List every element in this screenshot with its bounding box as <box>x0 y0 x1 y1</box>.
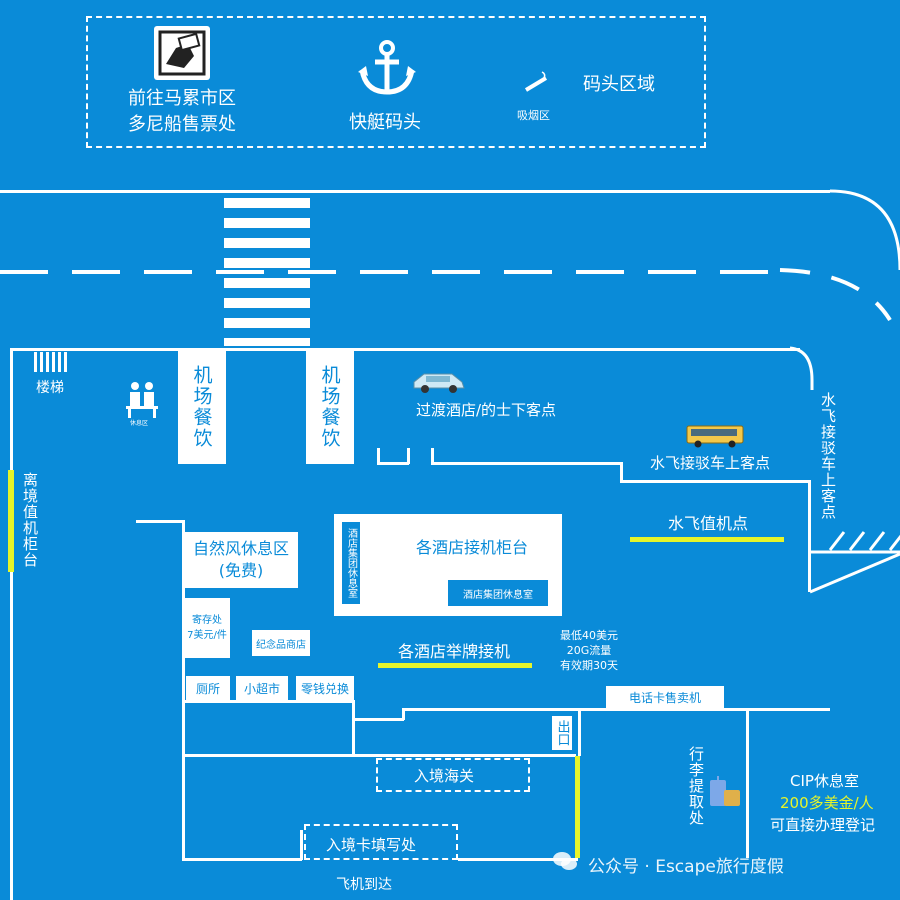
wall-exit-right <box>578 708 581 756</box>
airport-dining-1: 机场餐饮 <box>178 350 226 464</box>
wall-baggage-right <box>746 708 749 858</box>
corridor-right-wall <box>808 480 811 592</box>
cip-note-label: 可直接办理登记 <box>770 816 876 834</box>
baggage-claim-label: 行李提取处 <box>687 746 705 826</box>
speedboat-pier-label: 快艇码头 <box>349 112 421 133</box>
rest-area-caption: 休息区 <box>130 420 149 427</box>
exit-marker <box>575 756 580 858</box>
seaplane-pickup-vertical: 水飞接驳车上客点 <box>819 392 837 520</box>
natural-lounge: 自然风休息区 (免费) <box>184 532 298 588</box>
hotel-sign-pickup-marker <box>378 663 532 668</box>
stairs-label: 楼梯 <box>36 380 64 396</box>
wall-customs-top <box>182 754 576 757</box>
hotel-counters-label: 各酒店接机柜台 <box>416 538 529 557</box>
corridor-line <box>431 462 621 465</box>
people-icon <box>122 380 162 420</box>
ticket-icon <box>154 26 210 80</box>
ferry-ticket-label: 前往马累市区 多尼船售票处 <box>128 88 236 135</box>
parking-stripes <box>809 531 900 594</box>
transit-taxi-label: 过渡酒店/的士下客点 <box>416 401 557 419</box>
hotel-sign-pickup-label: 各酒店举牌接机 <box>398 642 511 661</box>
road-edge-top <box>0 190 830 193</box>
hotel-group-lounge-vertical: 酒店集团休息室 <box>342 522 360 604</box>
sim-card-info: 最低40美元 20G流量 有效期30天 <box>560 629 618 672</box>
mini-market: 小超市 <box>236 676 288 700</box>
seaplane-bus-pickup-label: 水飞接驳车上客点 <box>650 454 771 472</box>
arrival-card-label: 入境卡填写处 <box>326 836 417 854</box>
cip-lounge-label: CIP休息室 <box>790 772 859 790</box>
wall-mid-upper <box>352 718 404 721</box>
luggage-icon <box>708 776 744 810</box>
anchor-icon <box>358 40 416 96</box>
wechat-icon <box>552 850 578 872</box>
hotel-group-lounge-horizontal: 酒店集团休息室 <box>448 580 548 606</box>
taxi-bay-left-base <box>377 462 409 465</box>
taxi-bay-left <box>377 448 380 464</box>
wall-arrival-card <box>300 830 303 860</box>
corridor-step <box>620 462 623 482</box>
arrival-customs <box>376 758 530 792</box>
airport-dining-2: 机场餐饮 <box>306 350 354 464</box>
currency-exchange: 零钱兑换 <box>296 676 354 700</box>
wall-bottom-right <box>458 858 578 861</box>
natural-lounge-title: 自然风休息区 <box>192 539 289 558</box>
pier-area-boundary <box>86 16 706 148</box>
wall-mid-upper-2 <box>402 708 830 711</box>
phone-card-vending: 电话卡售卖机 <box>606 686 724 708</box>
cip-price-label: 200多美金/人 <box>780 794 874 812</box>
corridor-edge <box>431 448 434 464</box>
wall-mid-notch <box>402 708 405 720</box>
watermark-label: 公众号 · Escape旅行度假 <box>588 857 784 877</box>
souvenir-shop: 纪念品商店 <box>252 630 310 656</box>
road-centre-dashes <box>0 270 780 274</box>
stairs-icon <box>34 352 70 372</box>
arrival-label: 飞机到达 <box>336 877 392 893</box>
luggage-storage: 寄存处 7美元/件 <box>184 598 230 658</box>
zebra-crossing <box>224 198 310 346</box>
natural-lounge-free: (免费) <box>218 561 264 580</box>
wall-shops-right <box>352 700 355 756</box>
shop-row-bottom <box>182 700 354 703</box>
seaplane-checkin-marker <box>630 537 784 542</box>
building-left-wall <box>10 348 13 900</box>
wall-inner-left <box>182 520 185 860</box>
corridor-line-2 <box>620 480 810 483</box>
departure-checkin-label: 离境值机柜台 <box>21 472 39 568</box>
arrival-card-area <box>304 824 458 860</box>
arrival-customs-label: 入境海关 <box>414 767 475 785</box>
wall-bottom-left <box>182 858 302 861</box>
exit-sign: 出口 <box>552 716 572 750</box>
wall-inner-top <box>136 520 184 523</box>
taxi-icon <box>412 370 466 394</box>
departure-checkin-marker <box>8 470 14 572</box>
smoking-area-label: 吸烟区 <box>517 109 550 122</box>
pier-area-label: 码头区域 <box>583 74 655 95</box>
road-edge-bottom <box>10 348 800 351</box>
taxi-bay-right <box>407 448 410 464</box>
toilet: 厕所 <box>186 676 230 700</box>
bus-icon <box>686 424 744 448</box>
seaplane-checkin-label: 水飞值机点 <box>668 514 749 533</box>
smoking-icon <box>522 70 550 94</box>
